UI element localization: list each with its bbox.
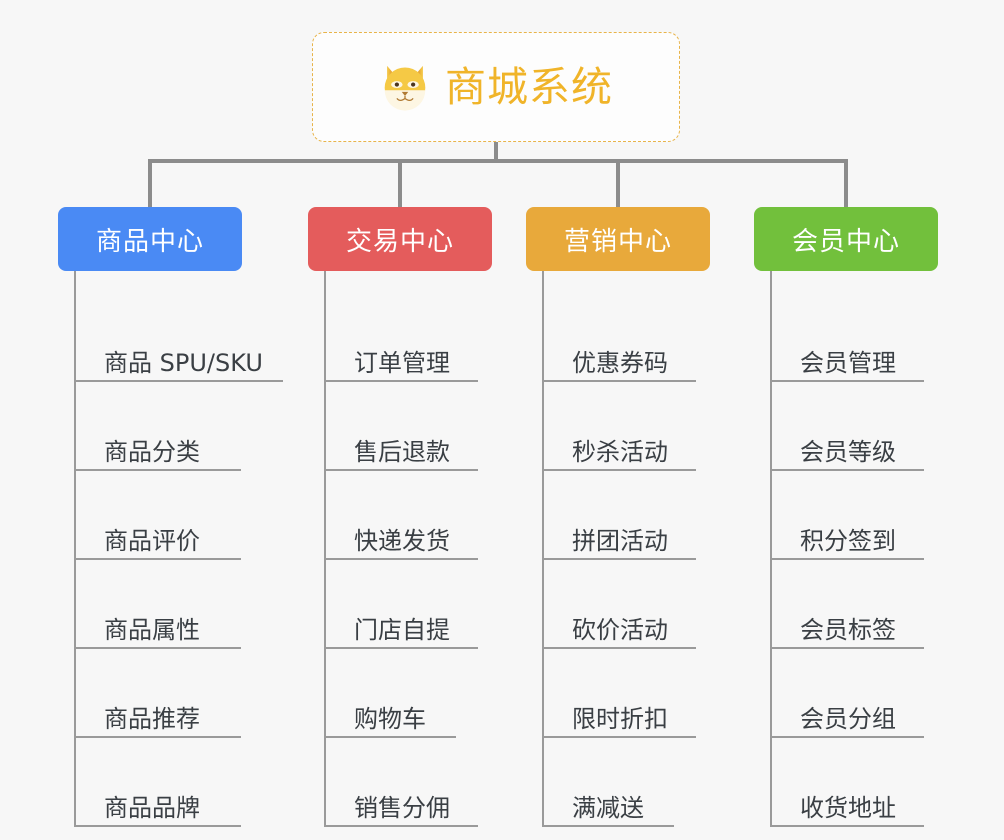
list-item[interactable]: 订单管理 [326,293,530,382]
list-item[interactable]: 优惠券码 [544,293,748,382]
category-label-1: 商品中心 [95,226,204,257]
root-node[interactable]: 商城系统 [312,32,680,142]
leaf-label: 商品品牌 [104,793,200,822]
root-title: 商城系统 [445,62,613,111]
list-item[interactable]: 会员分组 [772,649,976,738]
leaf-label: 优惠券码 [572,348,668,377]
list-item[interactable]: 会员等级 [772,382,976,471]
leaf-label: 满减送 [572,793,644,822]
connector-drop-4 [844,159,848,207]
leaf-list-4: 会员管理 会员等级 积分签到 会员标签 会员分组 收货地址 [770,271,976,827]
branch-column-2: 交易中心 订单管理 售后退款 快递发货 门店自提 购物车 销售分佣 [308,207,530,827]
category-label-4: 会员中心 [791,226,900,257]
leaf-label: 会员等级 [800,437,896,466]
category-header-3[interactable]: 营销中心 [526,207,710,271]
list-item[interactable]: 商品评价 [76,471,296,560]
leaf-label: 购物车 [354,704,426,733]
connector-horizontal-bus [148,159,848,163]
list-item[interactable]: 收货地址 [772,738,976,827]
list-item[interactable]: 砍价活动 [544,560,748,649]
list-item[interactable]: 售后退款 [326,382,530,471]
list-item[interactable]: 商品品牌 [76,738,296,827]
list-item[interactable]: 拼团活动 [544,471,748,560]
connector-drop-1 [148,159,152,207]
shiba-dog-face-icon [384,65,426,111]
branch-column-4: 会员中心 会员管理 会员等级 积分签到 会员标签 会员分组 收货地址 [754,207,976,827]
leaf-label: 砍价活动 [572,615,668,644]
list-item[interactable]: 商品推荐 [76,649,296,738]
list-item[interactable]: 商品属性 [76,560,296,649]
leaf-label: 门店自提 [354,615,450,644]
leaf-label: 会员标签 [800,615,896,644]
list-item[interactable]: 销售分佣 [326,738,530,827]
list-item[interactable]: 商品分类 [76,382,296,471]
category-header-2[interactable]: 交易中心 [308,207,492,271]
branch-column-1: 商品中心 商品 SPU/SKU 商品分类 商品评价 商品属性 商品推荐 商品品牌 [58,207,296,827]
leaf-label: 销售分佣 [354,793,450,822]
list-item[interactable]: 秒杀活动 [544,382,748,471]
leaf-label: 会员分组 [800,704,896,733]
list-item[interactable]: 快递发货 [326,471,530,560]
leaf-label: 会员管理 [800,348,896,377]
category-label-3: 营销中心 [563,226,672,257]
list-item[interactable]: 门店自提 [326,560,530,649]
connector-drop-2 [398,159,402,207]
leaf-list-2: 订单管理 售后退款 快递发货 门店自提 购物车 销售分佣 [324,271,530,827]
leaf-label: 秒杀活动 [572,437,668,466]
leaf-label: 拼团活动 [572,526,668,555]
leaf-label: 快递发货 [354,526,450,555]
leaf-label: 收货地址 [800,793,896,822]
leaf-label: 售后退款 [354,437,450,466]
list-item[interactable]: 会员标签 [772,560,976,649]
leaf-label: 商品推荐 [104,704,200,733]
list-item[interactable]: 会员管理 [772,293,976,382]
leaf-label: 积分签到 [800,526,896,555]
connector-drop-3 [616,159,620,207]
leaf-label: 订单管理 [354,348,450,377]
leaf-label: 商品评价 [104,526,200,555]
connector-root-stem [494,142,498,162]
category-header-1[interactable]: 商品中心 [58,207,242,271]
category-label-2: 交易中心 [345,226,454,257]
leaf-label: 限时折扣 [572,704,668,733]
leaf-label: 商品属性 [104,615,200,644]
category-header-4[interactable]: 会员中心 [754,207,938,271]
list-item[interactable]: 商品 SPU/SKU [76,293,296,382]
leaf-list-1: 商品 SPU/SKU 商品分类 商品评价 商品属性 商品推荐 商品品牌 [74,271,296,827]
leaf-label: 商品分类 [104,437,200,466]
leaf-label: 商品 SPU/SKU [104,348,263,377]
list-item[interactable]: 购物车 [326,649,530,738]
leaf-list-3: 优惠券码 秒杀活动 拼团活动 砍价活动 限时折扣 满减送 [542,271,748,827]
list-item[interactable]: 限时折扣 [544,649,748,738]
list-item[interactable]: 满减送 [544,738,748,827]
branch-column-3: 营销中心 优惠券码 秒杀活动 拼团活动 砍价活动 限时折扣 满减送 [526,207,748,827]
list-item[interactable]: 积分签到 [772,471,976,560]
